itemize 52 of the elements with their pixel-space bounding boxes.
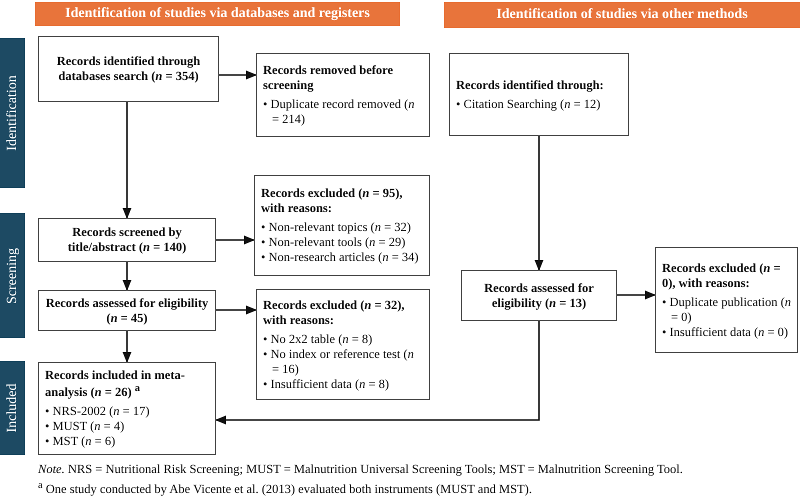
process-box bbox=[38, 362, 216, 455]
box-heading: Records identified through: bbox=[456, 78, 605, 92]
bullet-item: • Duplicate record removed (n = 214) bbox=[263, 97, 416, 127]
bullet-item: • Insufficient data (n = 8) bbox=[263, 376, 390, 392]
section-header: Identification of studies via other methods bbox=[444, 2, 800, 28]
box-heading: Records included in meta-analysis (n = 26) $^{a}$ bbox=[45, 368, 186, 400]
bullet-item: • Non-relevant tools (n = 29) bbox=[261, 235, 406, 250]
arrow bbox=[122, 331, 132, 364]
bullet-item: • Insufficient data (n = 0) bbox=[662, 324, 790, 340]
bullet-item: • MUST (n = 4) bbox=[45, 419, 126, 434]
phase-label: Identification bbox=[4, 75, 20, 151]
arrow bbox=[216, 306, 258, 314]
box-heading: Records excluded (n = 95), with reasons: bbox=[261, 186, 404, 216]
phase-bar bbox=[0, 38, 25, 188]
phase-bar bbox=[0, 213, 25, 338]
process-box bbox=[38, 36, 219, 102]
bullet-item: • Non-relevant topics (n = 32) bbox=[261, 220, 412, 235]
process-box bbox=[256, 289, 430, 400]
box-heading: Records excluded (n = 0), with reasons: bbox=[662, 260, 782, 290]
phase-label: Screening bbox=[4, 248, 20, 304]
process-box bbox=[38, 290, 216, 331]
arrow bbox=[122, 262, 132, 292]
bullet-item: • NRS-2002 (n = 17) bbox=[45, 404, 150, 420]
note-text: Note. NRS = Nutritional Risk Screening; MUST = Malnutrition Universal Screening Tools; MST = Malnutrition Screening Tool. bbox=[38, 462, 683, 477]
bullet-item: • Citation Searching (n = 12) bbox=[456, 96, 602, 112]
process-box bbox=[449, 53, 629, 136]
bullet-item: • Non-research articles (n = 34) bbox=[261, 250, 420, 265]
process-box bbox=[38, 218, 216, 262]
bullet-item: • No 2x2 table (n = 8) bbox=[263, 332, 374, 346]
arrow bbox=[219, 70, 258, 80]
box-heading: Records screened by title/abstract (n = 140) bbox=[66, 225, 188, 255]
box-heading: Records excluded (n = 32), with reasons: bbox=[263, 298, 406, 328]
process-box bbox=[254, 175, 430, 276]
arrow bbox=[214, 321, 540, 424]
box-heading: Records removed before screening bbox=[263, 63, 394, 93]
arrow bbox=[122, 102, 132, 220]
arrow bbox=[617, 290, 656, 300]
process-box bbox=[256, 53, 430, 137]
phase-label: Included bbox=[4, 384, 20, 432]
section-header: Identification of studies via databases and registers bbox=[35, 2, 400, 26]
process-box bbox=[655, 247, 798, 353]
process-box bbox=[461, 270, 617, 321]
arrow bbox=[534, 136, 544, 272]
footnote-text: $^{a}$ One study conducted by Abe Vicente et al. (2013) evaluated both instruments (MUST and MST). bbox=[38, 480, 532, 497]
box-heading: Records assessed for eligibility (n = 13) bbox=[483, 280, 595, 310]
bullet-item: • No index or reference test (n = 16) bbox=[263, 346, 415, 376]
phase-bar bbox=[0, 361, 25, 455]
bullet-item: • MST (n = 6) bbox=[45, 434, 116, 450]
bullet-item: • Duplicate publication (n = 0) bbox=[662, 294, 791, 324]
box-heading: Records assessed for eligibility (n = 45) bbox=[45, 296, 209, 326]
arrow bbox=[216, 236, 256, 244]
box-heading: Records identified through databases search (n = 354) bbox=[56, 54, 202, 84]
